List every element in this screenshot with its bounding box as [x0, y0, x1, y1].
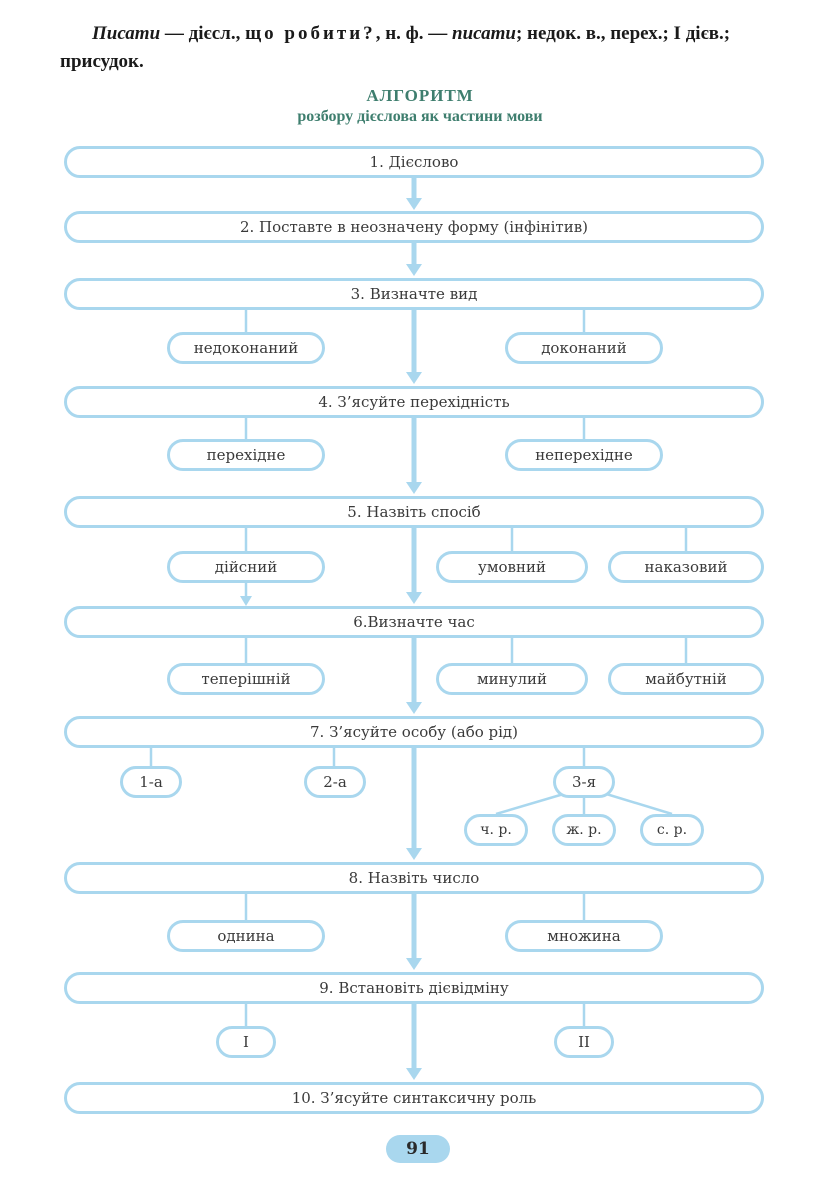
arrowhead-7-8	[406, 848, 422, 860]
option-gender-neuter: с. р.	[640, 814, 704, 846]
arrowhead-3-4	[406, 372, 422, 384]
intro-form: , н. ф. —	[375, 23, 453, 44]
option-mood-imperative: наказовий	[608, 551, 764, 583]
branch-gender-1	[495, 791, 568, 816]
step-7: 7. З’ясуйте особу (або рід)	[64, 716, 764, 748]
intro-pos: — дієсл.,	[160, 23, 246, 44]
step-2: 2. Поставте в неозначену форму (інфініти…	[64, 211, 764, 243]
arrowhead-5-6	[406, 592, 422, 604]
option-person-3: 3-я	[553, 766, 615, 798]
step-4: 4. З’ясуйте перехідність	[64, 386, 764, 418]
arrowhead-mood-tense	[240, 596, 252, 606]
option-tense-future: майбутній	[608, 663, 764, 695]
step-5: 5. Назвіть спосіб	[64, 496, 764, 528]
option-intransitive: неперехідне	[505, 439, 663, 471]
option-gender-feminine: ж. р.	[552, 814, 616, 846]
option-number-singular: однина	[167, 920, 325, 952]
option-tense-present: теперішній	[167, 663, 325, 695]
page-number: 91	[386, 1135, 450, 1163]
intro-word: Писати	[92, 23, 161, 44]
option-aspect-imperfective: недоконаний	[167, 332, 325, 364]
step-6: 6.Визначте час	[64, 606, 764, 638]
arrowhead-9-10	[406, 1068, 422, 1080]
step-3: 3. Визначте вид	[64, 278, 764, 310]
step-9: 9. Встановіть дієвідміну	[64, 972, 764, 1004]
option-mood-indicative: дійсний	[167, 551, 325, 583]
option-gender-masculine: ч. р.	[464, 814, 528, 846]
step-1: 1. Дієслово	[64, 146, 764, 178]
step-10: 10. З’ясуйте синтаксичну роль	[64, 1082, 764, 1114]
branch-gender-3	[602, 791, 673, 816]
intro-rest: ; недок. в., перех.; І дієв.; присудок.	[60, 23, 731, 72]
option-person-1: 1-а	[120, 766, 182, 798]
intro-paragraph: Писати — дієсл., що робити?, н. ф. — пис…	[60, 20, 780, 76]
option-conjugation-1: I	[216, 1026, 276, 1058]
algorithm-subtitle: розбору дієслова як частини мови	[297, 108, 543, 125]
option-tense-past: минулий	[436, 663, 588, 695]
intro-infinitive: писати	[452, 23, 516, 44]
option-mood-conditional: умовний	[436, 551, 588, 583]
intro-question: що робити?	[245, 23, 376, 44]
option-transitive: перехідне	[167, 439, 325, 471]
option-person-2: 2-а	[304, 766, 366, 798]
step-8: 8. Назвіть число	[64, 862, 764, 894]
arrowhead-8-9	[406, 958, 422, 970]
arrowhead-4-5	[406, 482, 422, 494]
option-aspect-perfective: доконаний	[505, 332, 663, 364]
arrowhead-2-3	[406, 264, 422, 276]
arrowhead-6-7	[406, 702, 422, 714]
arrowhead-1-2	[406, 198, 422, 210]
algorithm-title: АЛГОРИТМ	[366, 86, 474, 105]
option-conjugation-2: II	[554, 1026, 614, 1058]
option-number-plural: множина	[505, 920, 663, 952]
